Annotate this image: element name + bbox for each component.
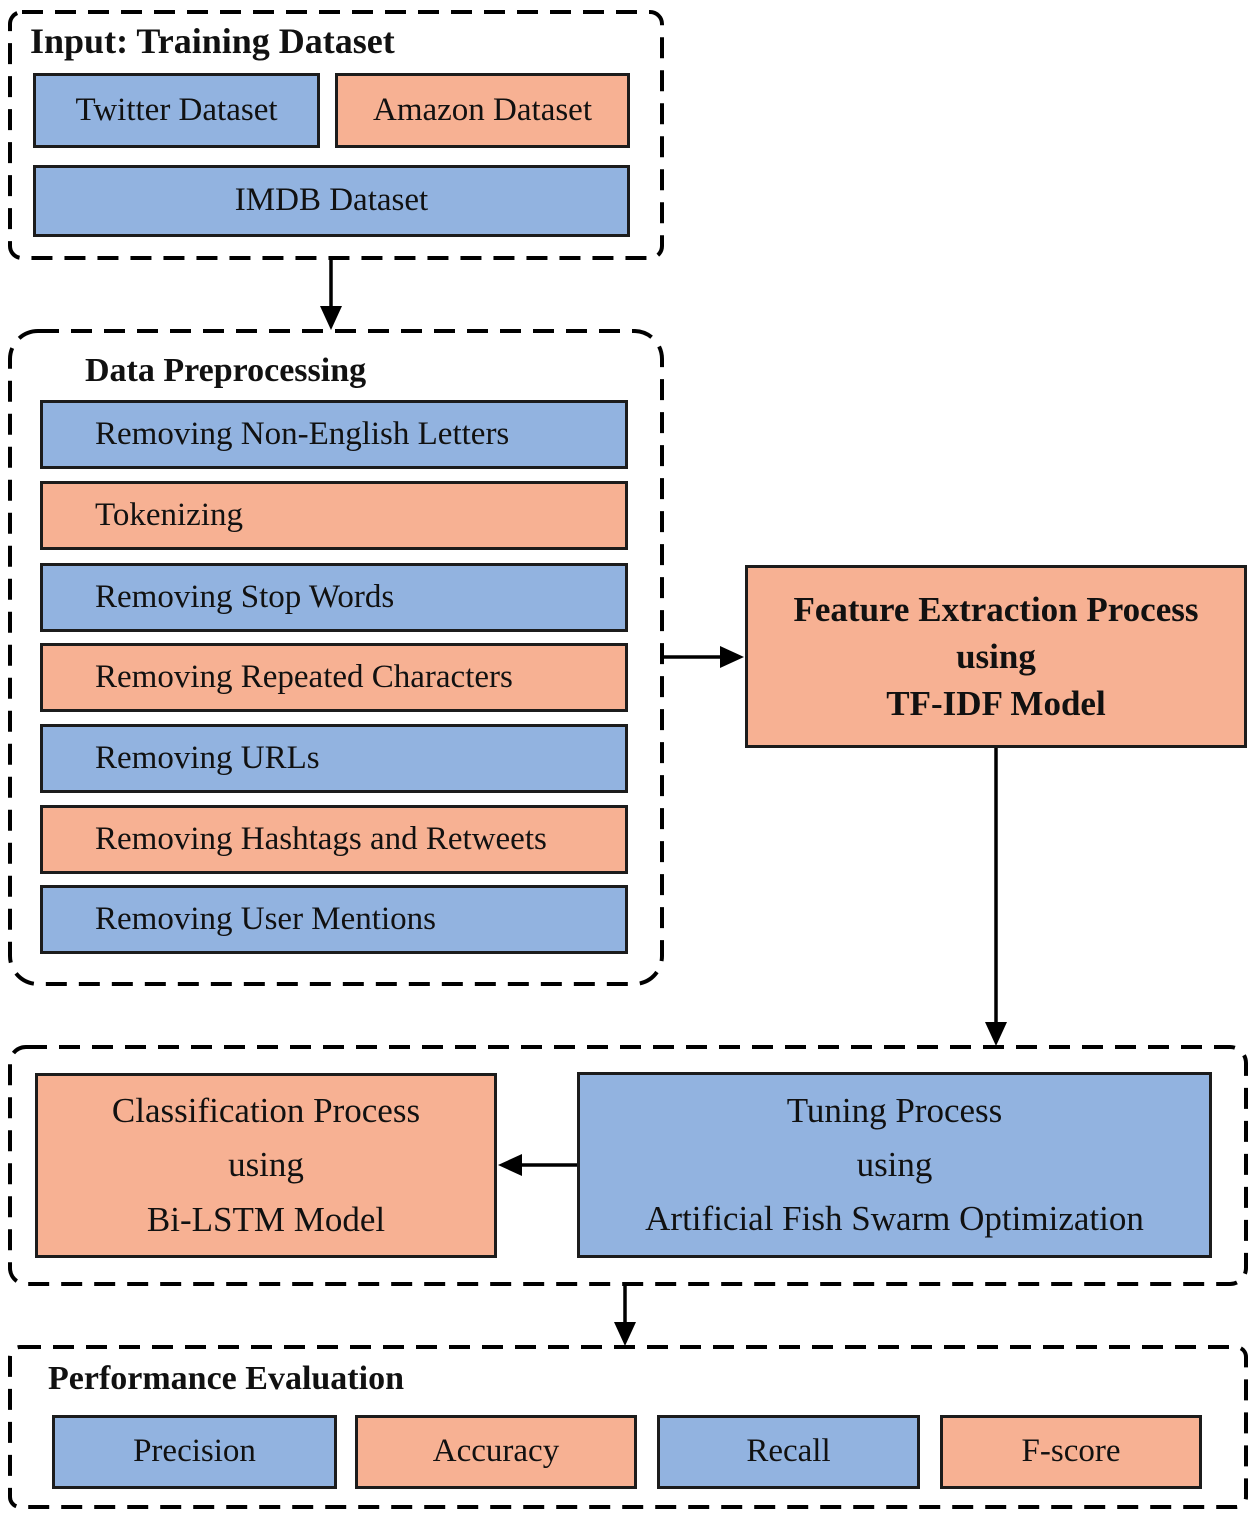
node-step-removing-stop-words: Removing Stop Words xyxy=(40,563,628,632)
arrow-model-group-to-evaluation xyxy=(614,1285,636,1346)
node-twitter-dataset: Twitter Dataset xyxy=(33,73,320,148)
node-metric-fscore: F-score xyxy=(940,1415,1202,1489)
classification-line-3: Bi-LSTM Model xyxy=(146,1199,386,1239)
arrow-preprocessing-to-feature-extraction xyxy=(663,646,744,668)
evaluation-group-border xyxy=(8,1345,1248,1509)
node-step-removing-non-english-letters: Removing Non-English Letters xyxy=(40,400,628,469)
arrow-input-to-preprocessing xyxy=(320,259,342,330)
evaluation-section-title: Performance Evaluation xyxy=(48,1360,404,1397)
node-metric-precision: Precision xyxy=(52,1415,337,1489)
tuning-line-1: Tuning Process xyxy=(786,1090,1003,1130)
feature-extraction-line-3: TF-IDF Model xyxy=(886,684,1106,724)
node-metric-accuracy: Accuracy xyxy=(355,1415,637,1489)
node-step-removing-user-mentions: Removing User Mentions xyxy=(40,885,628,954)
node-step-removing-repeated-characters: Removing Repeated Characters xyxy=(40,643,628,712)
node-amazon-dataset: Amazon Dataset xyxy=(335,73,630,148)
feature-extraction-line-1: Feature Extraction Process xyxy=(793,589,1199,629)
preprocessing-section-title: Data Preprocessing xyxy=(85,352,367,389)
node-metric-recall: Recall xyxy=(657,1415,920,1489)
classification-line-1: Classification Process xyxy=(111,1091,421,1131)
input-group-border xyxy=(8,10,664,260)
classification-line-2: using xyxy=(228,1145,304,1185)
node-step-removing-hashtags-retweets: Removing Hashtags and Retweets xyxy=(40,805,628,874)
arrow-feature-extraction-to-model-group xyxy=(985,748,1007,1046)
tuning-line-3: Artificial Fish Swarm Optimization xyxy=(645,1199,1144,1239)
preprocessing-group-border xyxy=(8,329,664,986)
node-tuning-process: Tuning Process using Artificial Fish Swa… xyxy=(577,1072,1212,1258)
node-classification-process: Classification Process using Bi-LSTM Mod… xyxy=(35,1073,497,1258)
node-step-tokenizing: Tokenizing xyxy=(40,481,628,550)
input-section-title: Input: Training Dataset xyxy=(30,21,395,61)
node-step-removing-urls: Removing URLs xyxy=(40,724,628,793)
node-imdb-dataset: IMDB Dataset xyxy=(33,165,630,237)
node-feature-extraction: Feature Extraction Process using TF-IDF … xyxy=(745,565,1247,748)
tuning-line-2: using xyxy=(856,1144,933,1184)
arrow-tuning-to-classification xyxy=(498,1154,577,1176)
feature-extraction-line-2: using xyxy=(956,636,1036,676)
model-group-border xyxy=(8,1045,1248,1286)
